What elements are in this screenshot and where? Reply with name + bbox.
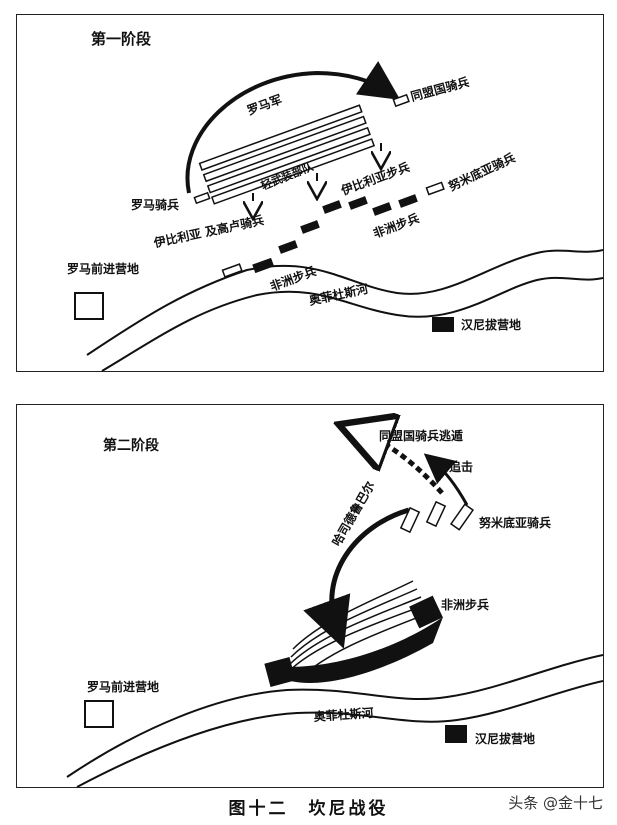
african-infantry-left-label: 非洲步兵: [268, 263, 318, 294]
river-bank-north: [86, 249, 603, 356]
numidian-cavalry-label: 努米底亚骑兵: [446, 150, 518, 194]
african-infantry-label: 非洲步兵: [441, 597, 489, 612]
allied-flee-label: 同盟国骑兵逃遁: [379, 428, 463, 443]
allied-cavalry-label: 同盟国骑兵: [409, 74, 471, 104]
roman-camp-square: [74, 292, 104, 320]
cavalry-unit: [425, 500, 447, 528]
numidian-cavalry-unit: [449, 503, 475, 531]
hannibal-camp-square: [445, 725, 467, 743]
stage-title: 第二阶段: [103, 437, 159, 454]
watermark: 头条 @金十七: [508, 794, 603, 812]
iberian-infantry-label: 伊比利亚步兵: [338, 159, 412, 198]
african-infantry-block: [409, 595, 443, 629]
river-bank-south: [76, 680, 603, 787]
roman-army-lines: [198, 104, 376, 205]
numidian-cavalry-label: 努米底亚骑兵: [479, 515, 551, 530]
african-infantry-encirclement: [279, 617, 443, 683]
hasdrubal-arrow: [303, 507, 410, 649]
pursuit-label: 追击: [449, 459, 473, 474]
stage-one-panel: 第一阶段 奥菲杜斯河 罗马前进营地 汉尼拔营地 罗马军 同盟国骑兵 罗马骑兵 轻…: [16, 14, 604, 372]
roman-army-label: 罗马军: [245, 91, 284, 117]
numidian-cavalry-unit: [425, 181, 445, 196]
stage-two-map: 第二阶段 奥菲杜斯河 罗马前进营地 汉尼拔营地 非洲步兵 哈司德鲁巴尔 同盟国骑…: [66, 405, 603, 787]
roman-camp-square: [84, 700, 114, 728]
hannibal-camp-square: [432, 317, 454, 332]
african-infantry-block: [264, 657, 296, 687]
stage-title: 第一阶段: [91, 30, 151, 48]
river-label: 奥菲杜斯河: [313, 705, 374, 724]
roman-camp-label: 罗马前进营地: [67, 261, 139, 276]
cavalry-sweep-arrow: [185, 61, 401, 194]
hasdrubal-label: 哈司德鲁巴尔: [329, 479, 378, 549]
stage-one-map: 第一阶段 奥菲杜斯河 罗马前进营地 汉尼拔营地 罗马军 同盟国骑兵 罗马骑兵 轻…: [67, 30, 603, 371]
river-bank-north: [66, 654, 603, 778]
carthaginian-line: [252, 194, 418, 274]
roman-cavalry-unit: [193, 191, 211, 205]
river-bank-south: [101, 276, 603, 371]
hannibal-camp-label: 汉尼拔营地: [461, 317, 521, 332]
iberian-gallic-cavalry-unit: [221, 263, 243, 278]
roman-camp-label: 罗马前进营地: [87, 679, 159, 694]
allied-flee-arrow: [362, 433, 444, 495]
african-infantry-right-label: 非洲步兵: [371, 210, 421, 241]
iberian-gallic-cavalry-label: 伊比利亚 及高卢骑兵: [151, 212, 265, 250]
cavalry-unit: [399, 506, 421, 534]
stage-two-panel: 第二阶段 奥菲杜斯河 罗马前进营地 汉尼拔营地 非洲步兵 哈司德鲁巴尔 同盟国骑…: [16, 404, 604, 788]
allied-cavalry-unit: [392, 93, 410, 108]
hannibal-camp-label: 汉尼拔营地: [475, 731, 535, 746]
figure-caption: 图十二 坎尼战役: [228, 799, 389, 819]
pursuit-arrow: [423, 453, 469, 506]
roman-cavalry-label: 罗马骑兵: [131, 197, 179, 212]
river-label: 奥菲杜斯河: [308, 281, 370, 308]
